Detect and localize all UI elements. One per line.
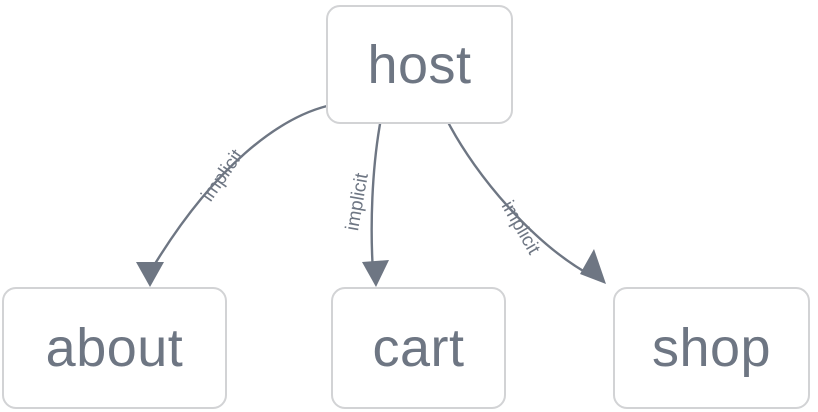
arrow-head-cart bbox=[362, 260, 389, 287]
arrow-head-about bbox=[136, 262, 164, 287]
node-shop[interactable]: shop bbox=[613, 287, 810, 409]
node-about[interactable]: about bbox=[2, 287, 227, 409]
node-about-label: about bbox=[45, 318, 184, 378]
edge-path-host-shop bbox=[447, 122, 594, 278]
node-shop-label: shop bbox=[651, 318, 772, 378]
edge-host-shop[interactable] bbox=[447, 122, 606, 284]
edge-path-host-about bbox=[148, 104, 329, 274]
node-host[interactable]: host bbox=[326, 5, 513, 124]
node-host-label: host bbox=[367, 34, 472, 95]
edge-path-host-cart bbox=[370, 122, 382, 274]
edge-host-about[interactable] bbox=[136, 104, 329, 287]
arrow-head-shop bbox=[580, 249, 606, 284]
edge-host-cart[interactable] bbox=[362, 122, 389, 287]
node-cart[interactable]: cart bbox=[331, 287, 506, 409]
node-cart-label: cart bbox=[372, 318, 465, 378]
